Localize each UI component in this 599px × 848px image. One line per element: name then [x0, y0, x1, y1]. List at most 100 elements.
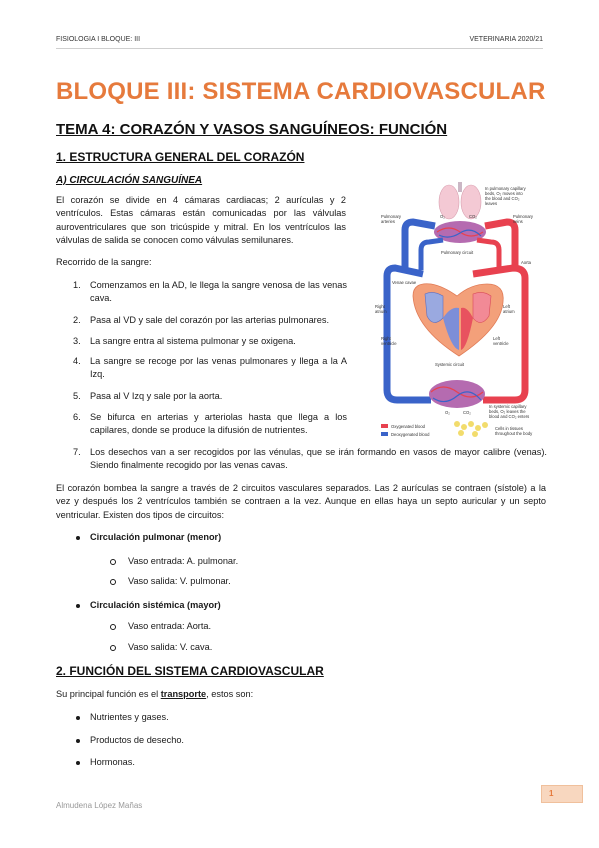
header-right: VETERINARIA 2020/21	[469, 36, 543, 43]
label-left-ventricle: ventricle	[493, 341, 509, 346]
label-pulmonary-arteries: arteries	[381, 219, 395, 224]
page-header: FISIOLOGIA I BLOQUE: III VETERINARIA 202…	[56, 36, 543, 49]
step-number: 4.	[73, 356, 81, 366]
function-item-text: Nutrientes y gases.	[90, 712, 169, 722]
step-item: 5. Pasa al V Izq y sale por la aorta.	[73, 390, 347, 404]
label-o2: O₂	[440, 214, 445, 219]
step-item: 4. La sangre se recoge por las venas pul…	[73, 355, 347, 383]
intro-paragraph: El corazón se divide en 4 cámaras cardia…	[56, 195, 346, 246]
page-title: BLOQUE III: SISTEMA CARDIOVASCULAR	[56, 78, 546, 105]
legend-swatch-deoxygenated	[381, 432, 388, 436]
circuits-paragraph: El corazón bombea la sangre a través de …	[56, 483, 546, 520]
step-text: La sangre se recoge por las venas pulmon…	[90, 356, 347, 380]
bullet-dot	[76, 536, 80, 540]
pulmonary-capillary-bed	[434, 221, 486, 243]
label-pulmonary-capillary: the blood and CO₂	[485, 196, 520, 201]
label-systemic-capillary: In systemic capillary	[489, 404, 527, 409]
circuit-subitem-text: Vaso salida: V. cava.	[128, 642, 213, 652]
label-left-atrium: Left	[503, 304, 511, 309]
step-number: 3.	[73, 336, 81, 346]
pulmonary-artery-vessel	[401, 218, 436, 268]
step-text: Se bifurca en arterias y arteriolas hast…	[90, 412, 347, 436]
step-text: La sangre entra al sistema pulmonar y se…	[90, 336, 296, 346]
label-left-atrium: atrium	[503, 309, 515, 314]
label-right-atrium: atrium	[375, 309, 387, 314]
legend-swatch-oxygenated	[381, 424, 388, 428]
label-pulmonary-veins: Pulmonary	[513, 214, 534, 219]
label-co2: CO₂	[469, 214, 477, 219]
label-co2: CO₂	[463, 410, 471, 415]
legend-deoxygenated: Deoxygenated blood	[391, 432, 430, 437]
step-text: Comenzamos en la AD, le llega la sangre …	[90, 280, 347, 304]
systemic-capillary-bed	[429, 380, 485, 408]
page-number: 1	[549, 789, 554, 798]
step-number: 1.	[73, 280, 81, 290]
tissue-cells	[454, 421, 488, 437]
header-left: FISIOLOGIA I BLOQUE: III	[56, 36, 141, 43]
step-item: 3. La sangre entra al sistema pulmonar y…	[73, 335, 347, 349]
step-item: 2. Pasa al VD y sale del corazón por las…	[73, 314, 353, 328]
pulmonary-vein-vessel	[484, 218, 519, 268]
function-text-end: , estos son:	[206, 689, 254, 699]
footer-author: Almudena López Mañas	[56, 801, 143, 810]
tema-heading: TEMA 4: CORAZÓN Y VASOS SANGUÍNEOS: FUNC…	[56, 121, 448, 138]
bullet-dot	[76, 716, 80, 720]
step-text: Pasa al V Izq y sale por la aorta.	[90, 391, 223, 401]
legend-oxygenated: Oxygenated blood	[391, 424, 426, 429]
ring-bullet	[110, 645, 116, 651]
label-right-ventricle: Right	[381, 336, 392, 341]
label-pulmonary-capillary: In pulmonary capillary	[485, 186, 527, 191]
bullet-dot	[76, 739, 80, 743]
step-text: Los desechos van a ser recogidos por las…	[90, 447, 547, 471]
route-label: Recorrido de la sangre:	[56, 257, 152, 267]
label-left-ventricle: Left	[493, 336, 501, 341]
bullet-dot	[76, 604, 80, 608]
page-number-box: 1	[541, 785, 583, 803]
label-systemic-capillary: blood and CO₂ enters	[489, 414, 529, 419]
label-cells: throughout the body	[495, 431, 533, 436]
heart	[412, 283, 504, 357]
step-number: 7.	[73, 447, 81, 457]
circuit-subitem-text: Vaso entrada: A. pulmonar.	[128, 556, 239, 566]
function-item-text: Hormonas.	[90, 757, 135, 767]
circuit-subitem-text: Vaso salida: V. pulmonar.	[128, 576, 231, 586]
section1-subheading: A) CIRCULACIÓN SANGUÍNEA	[56, 175, 203, 186]
step-number: 5.	[73, 391, 81, 401]
label-systemic-circuit: Systemic circuit	[435, 362, 465, 367]
step-item: 7. Los desechos van a ser recogidos por …	[73, 446, 547, 474]
label-pulmonary-capillary: beds, O₂ moves into	[485, 191, 523, 196]
label-pulmonary-circuit: Pulmonary circuit	[441, 250, 474, 255]
function-keyword: transporte	[160, 689, 207, 699]
label-right-ventricle: ventricle	[381, 341, 397, 346]
bullet-dot	[76, 761, 80, 765]
function-text: Su principal función es el	[56, 689, 161, 699]
venae-cavae-vessel	[383, 264, 424, 378]
section1-heading: 1. ESTRUCTURA GENERAL DEL CORAZÓN	[56, 150, 305, 164]
function-item-text: Productos de desecho.	[90, 735, 184, 745]
step-item: 1. Comenzamos en la AD, le llega la sang…	[73, 279, 347, 307]
ring-bullet	[110, 579, 116, 585]
step-item: 6. Se bifurca en arterias y arteriolas h…	[73, 411, 347, 439]
circuit-name: Circulación sistémica (mayor)	[90, 600, 221, 610]
circulation-diagram: In pulmonary capillary beds, O₂ moves in…	[375, 182, 534, 437]
label-right-atrium: Right	[375, 304, 386, 309]
label-aorta: Aorta	[521, 260, 532, 265]
section2-heading: 2. FUNCIÓN DEL SISTEMA CARDIOVASCULAR	[56, 664, 324, 678]
step-text: Pasa al VD y sale del corazón por las ar…	[90, 315, 329, 325]
label-cells: Cells in tissues	[495, 426, 523, 431]
ring-bullet	[110, 624, 116, 630]
lungs	[438, 182, 482, 220]
step-number: 6.	[73, 412, 81, 422]
label-venae-cavae: Venae cavae	[392, 280, 417, 285]
step-number: 2.	[73, 315, 81, 325]
circuit-name: Circulación pulmonar (menor)	[90, 532, 222, 542]
ring-bullet	[110, 559, 116, 565]
function-paragraph: Su principal función es el transporte, e…	[56, 688, 456, 701]
label-pulmonary-veins: veins	[513, 219, 523, 224]
label-pulmonary-capillary: leaves	[485, 201, 497, 206]
aorta-vessel	[472, 264, 529, 378]
label-systemic-capillary: beds, O₂ leaves the	[489, 409, 526, 414]
circuit-subitem-text: Vaso entrada: Aorta.	[128, 621, 212, 631]
label-o2: O₂	[445, 410, 450, 415]
label-pulmonary-arteries: Pulmonary	[381, 214, 402, 219]
